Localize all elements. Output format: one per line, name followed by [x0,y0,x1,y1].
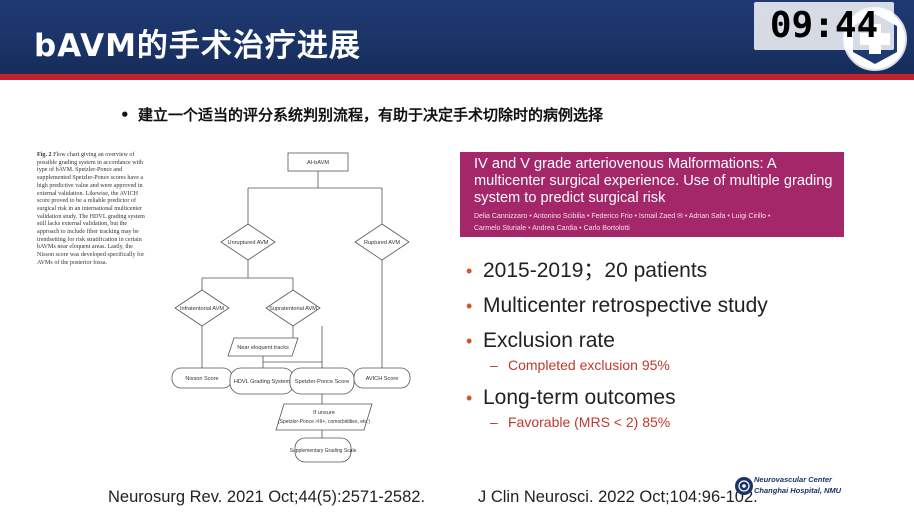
timer-display: 09:44 [754,2,894,50]
dash-icon: – [490,414,498,430]
figure-caption-label: Fig. 2 [37,152,52,158]
bullet-dot-icon: • [466,331,473,351]
point-item: • Multicenter retrospective study [466,293,886,328]
grading-flow-chart: AI-bAVM Unruptured AVM Ruptured AVM Infr… [171,152,411,463]
node-avich: AVICH Score [366,376,399,382]
paper-title: IV and V grade arteriovenous Malformatio… [474,156,833,206]
main-bullet-text: 建立一个适当的评分系统判别流程，有助于决定手术切除时的病例选择 [138,106,604,124]
point-text: Multicenter retrospective study [483,294,768,317]
sub-point-text: Favorable (MRS < 2) 85% [508,414,671,430]
institution-line1: Neurovascular Center [754,475,832,484]
point-item: • Long-term outcomes [466,385,886,420]
key-points: • 2015-2019；20 patients • Multicenter retr… [466,258,886,442]
sub-point-item: –Favorable (MRS < 2) 85% [466,412,886,442]
slide-title: bAVM的手术治疗进展 [34,28,361,64]
sub-point-text: Completed exclusion 95% [508,357,670,373]
reference-1: Neurosurg Rev. 2021 Oct;44(5):2571-2582. [108,488,426,506]
figure-caption: Fig. 2 Flow chart giving an overview of … [37,152,145,268]
main-bullet: • 建立一个适当的评分系统判别流程，有助于决定手术切除时的病例选择 [120,104,603,125]
node-nisson: Nisson Score [185,376,218,382]
header-red-strip [0,74,914,80]
bullet-dot-icon: • [466,388,473,408]
paper-authors: Delia Cannizzaro • Antonino Scibilia • F… [474,211,844,235]
node-if-unsure-detail: (Spetzler-Ponce >III+, comorbidities, et… [278,419,370,425]
figure-caption-text: Flow chart giving an overview of possibl… [37,152,145,266]
node-supratentorial: Supratentorial AVM [269,306,317,312]
bullet-dot-icon: • [120,106,130,124]
point-text: 2015-2019；20 patients [483,259,708,282]
node-spetzler: Spetzler-Ponce Score [295,379,349,385]
sub-point-item: –Completed exclusion 95% [466,355,886,385]
point-text: Long-term outcomes [483,386,676,409]
point-item: • 2015-2019；20 patients [466,258,886,293]
node-root: AI-bAVM [307,160,329,166]
reference-2: J Clin Neurosci. 2022 Oct;104:96-102. [478,488,758,506]
point-text: Exclusion rate [483,329,615,352]
node-if-unsure: If unsure [313,410,335,416]
center-logo-icon [735,477,753,495]
bullet-dot-icon: • [466,261,473,281]
paper-authors-line2: Carmelo Sturiale • Andrea Cardia • Carlo… [474,225,630,232]
node-infratentorial: Infratentorial AVM [180,306,224,312]
dash-icon: – [490,357,498,373]
node-ruptured: Ruptured AVM [364,240,400,246]
node-supplementary: Supplementary Grading Scale [290,448,357,454]
institution-line2: Changhai Hospital, NMU [754,486,842,495]
node-near-eloquent: Near eloquent tracks [237,345,289,351]
point-item: • Exclusion rate [466,328,886,363]
institution-name: Neurovascular Center Changhai Hospital, … [754,474,841,496]
paper-authors-line1: Delia Cannizzaro • Antonino Scibilia • F… [474,213,771,220]
paper-banner: IV and V grade arteriovenous Malformatio… [460,152,844,237]
node-unruptured: Unruptured AVM [228,240,269,246]
bullet-dot-icon: • [466,296,473,316]
node-hdvl: HDVL Grading System [234,379,291,385]
